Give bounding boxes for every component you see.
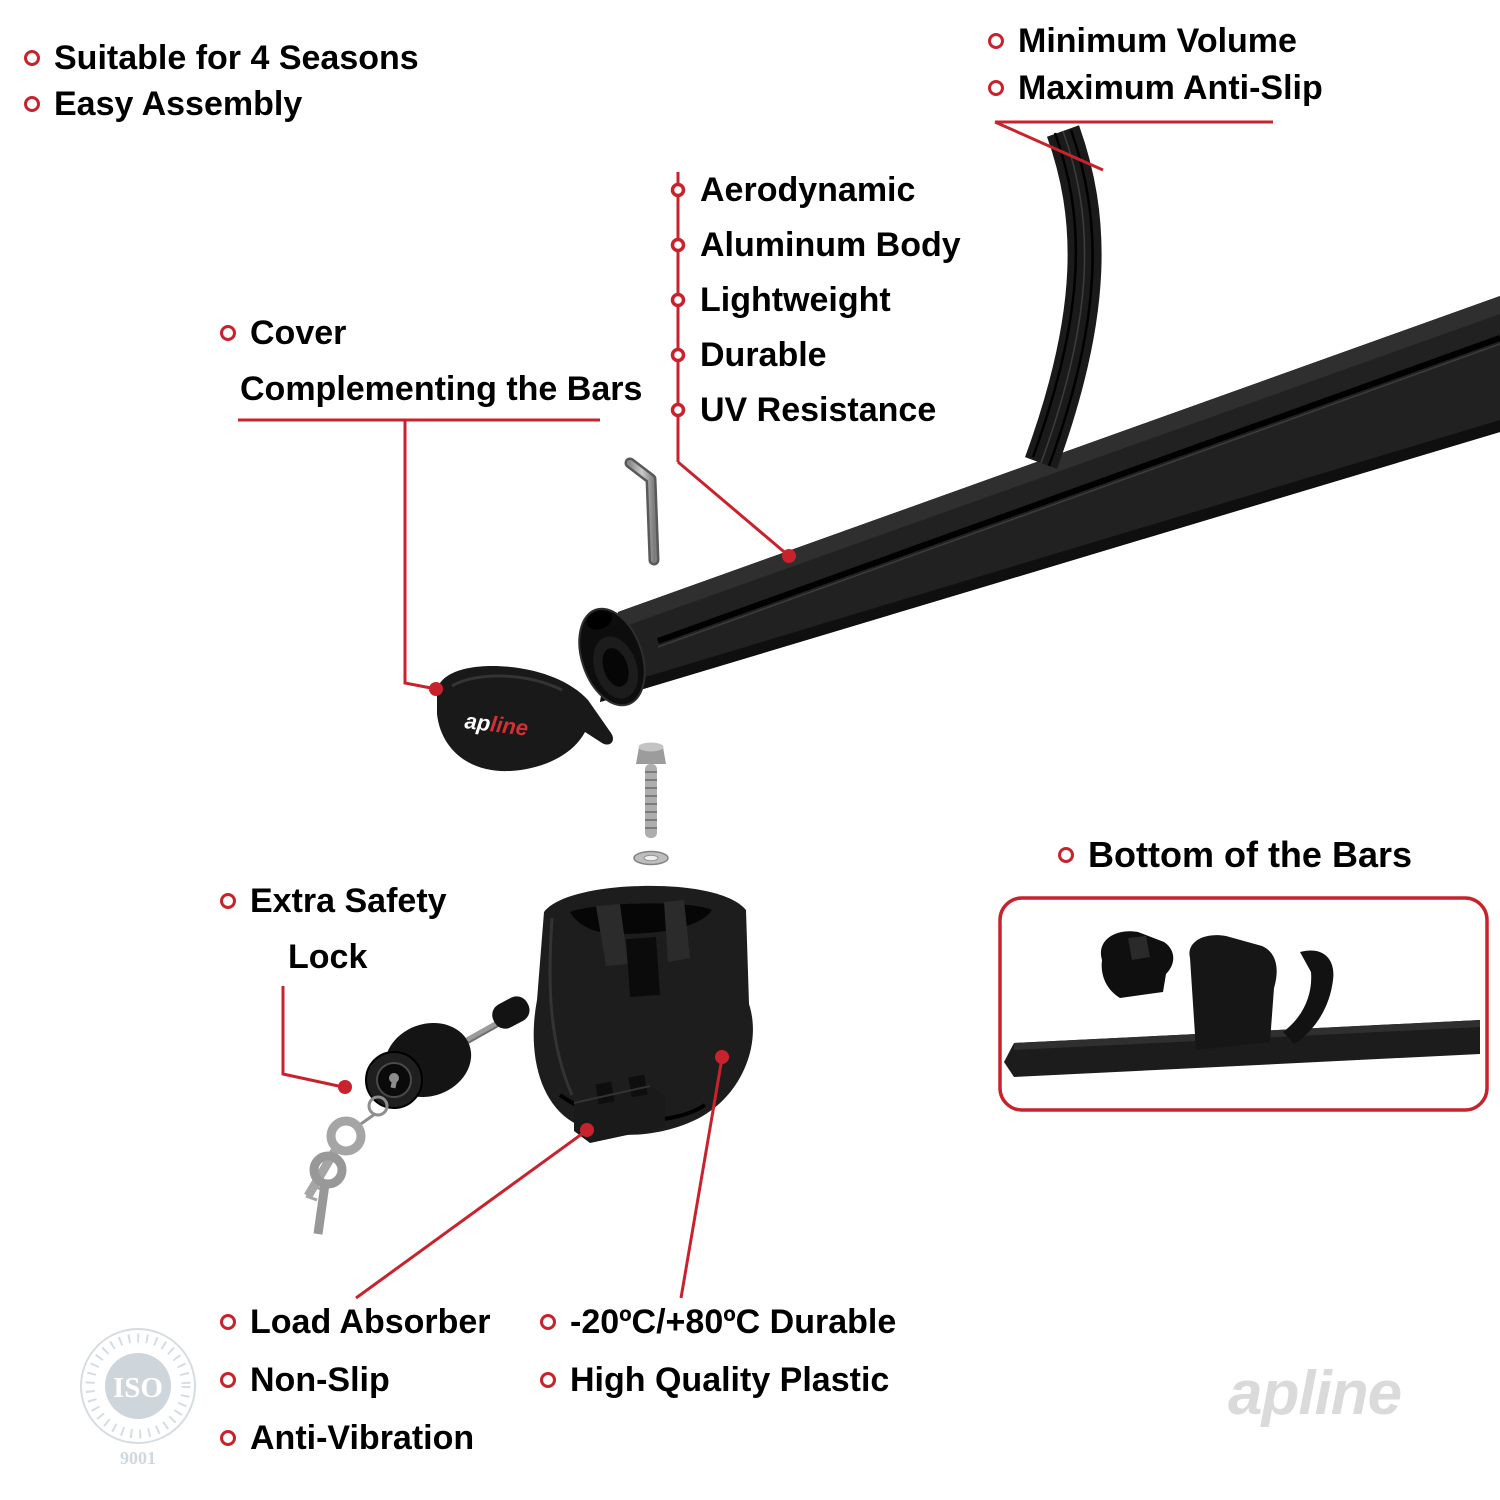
label-text: -20ºC/+80ºC Durable: [570, 1303, 897, 1341]
label-text: Non-Slip: [250, 1361, 390, 1399]
label-high-quality-plastic: High Quality Plastic: [540, 1359, 889, 1401]
cover-piece-image: apline: [437, 666, 613, 772]
label-text: Minimum Volume: [1018, 22, 1297, 60]
connector-dots: [338, 549, 796, 1137]
label-text: Maximum Anti-Slip: [1018, 69, 1323, 107]
label-load-absorber: Load Absorber: [220, 1301, 491, 1343]
bar-end-cap: [578, 607, 646, 707]
label-suitable-4-seasons: Suitable for 4 Seasons: [24, 37, 419, 79]
label-maximum-anti-slip: Maximum Anti-Slip: [988, 67, 1323, 109]
label-lock: Lock: [288, 936, 367, 978]
keys-image: [304, 1095, 389, 1235]
label-aerodynamic: Aerodynamic: [700, 169, 915, 211]
label-cover-line2: Complementing the Bars: [240, 368, 642, 410]
label-text: Cover: [250, 314, 347, 352]
label-durable: Durable: [700, 334, 827, 376]
logo-part-ap: ap: [463, 708, 492, 736]
cover-brand-logo: apline: [463, 708, 529, 741]
bullet-icon: [220, 1314, 236, 1330]
bullet-icon: [988, 33, 1004, 49]
washer-image: [633, 850, 669, 866]
allen-key-image: [624, 457, 660, 566]
iso-badge: ISO 9001: [80, 1328, 196, 1468]
iso-title: ISO: [113, 1372, 163, 1404]
label-minimum-volume: Minimum Volume: [988, 20, 1297, 62]
iso-number: 9001: [120, 1448, 156, 1468]
label-text: High Quality Plastic: [570, 1361, 890, 1399]
label-text: Lightweight: [700, 281, 891, 319]
label-aluminum-body: Aluminum Body: [700, 224, 961, 266]
label-text: UV Resistance: [700, 391, 937, 429]
bullet-icon: [988, 80, 1004, 96]
bullet-icon: [540, 1372, 556, 1388]
connector-lines: [238, 120, 1273, 1300]
label-cover: Cover: [220, 312, 346, 354]
label-text: Anti-Vibration: [250, 1419, 475, 1457]
label-extra-safety: Extra Safety: [220, 880, 447, 922]
security-lock-image: [365, 996, 530, 1109]
label-uv-resistance: UV Resistance: [700, 389, 936, 431]
bullet-icon: [220, 1372, 236, 1388]
label-non-slip: Non-Slip: [220, 1359, 390, 1401]
label-text: Complementing the Bars: [240, 370, 643, 408]
label-temperature-durable: -20ºC/+80ºC Durable: [540, 1301, 896, 1343]
label-text: Suitable for 4 Seasons: [54, 39, 419, 77]
bullet-icon: [220, 325, 236, 341]
label-text: Extra Safety: [250, 882, 447, 920]
label-text: Lock: [288, 938, 368, 976]
bullet-icon: [1058, 847, 1074, 863]
feature-list-bullets: [670, 182, 686, 418]
bottom-bars-panel: [998, 896, 1489, 1112]
foot-clamp-image: [533, 885, 753, 1135]
anti-slip-strip-image: [1025, 125, 1102, 469]
bolt-image: [636, 742, 666, 838]
load-absorber-pad-image: [573, 1074, 665, 1143]
bullet-icon: [540, 1314, 556, 1330]
label-text: Aerodynamic: [700, 171, 916, 209]
label-text: Load Absorber: [250, 1303, 491, 1341]
logo-part-line: line: [489, 711, 530, 740]
label-text: Aluminum Body: [700, 226, 961, 264]
label-text: Easy Assembly: [54, 85, 303, 123]
label-text: Durable: [700, 336, 827, 374]
brand-watermark: apline: [1228, 1359, 1402, 1428]
bullet-icon: [24, 50, 40, 66]
label-text: Bottom of the Bars: [1088, 834, 1412, 875]
bullet-icon: [24, 96, 40, 112]
label-lightweight: Lightweight: [700, 279, 891, 321]
bullet-icon: [220, 1430, 236, 1446]
label-bottom-of-bars: Bottom of the Bars: [1058, 834, 1412, 876]
label-easy-assembly: Easy Assembly: [24, 83, 302, 125]
bullet-icon: [220, 893, 236, 909]
label-anti-vibration: Anti-Vibration: [220, 1417, 474, 1459]
